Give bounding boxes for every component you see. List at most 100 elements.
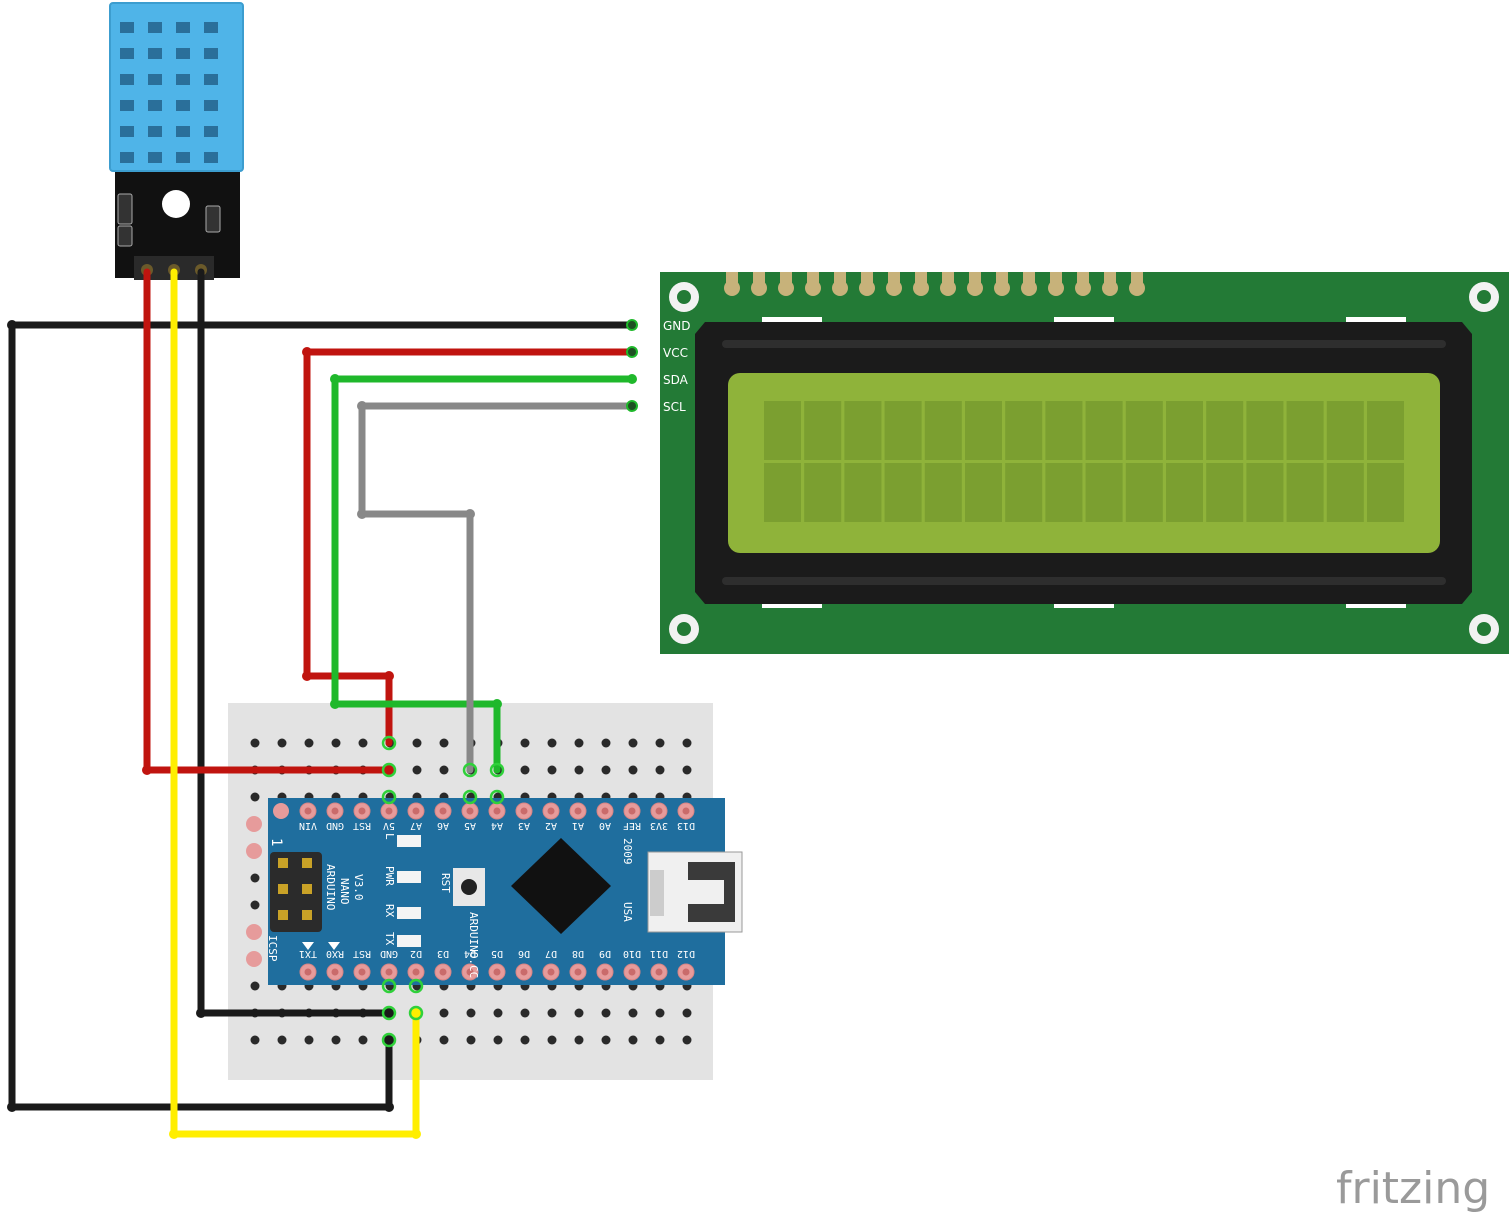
breadboard-hole — [277, 1035, 287, 1045]
dht-grille-slot — [148, 48, 162, 59]
breadboard-hole — [655, 765, 665, 775]
connection-highlight — [381, 1032, 397, 1048]
lcd-cell — [1045, 401, 1083, 460]
breadboard-hole — [601, 1035, 611, 1045]
dht-sensor — [109, 2, 244, 280]
dht-grille-slot — [176, 126, 190, 137]
breadboard-hole — [547, 765, 557, 775]
nano-top-pin-label: A3 — [518, 820, 530, 831]
connection-highlight — [462, 762, 478, 778]
lcd-pin-gnd: GND — [663, 319, 691, 333]
dht-grille-slot — [204, 48, 218, 59]
lcd-cell — [1286, 463, 1324, 522]
breadboard-hole — [439, 765, 449, 775]
breadboard-hole — [628, 738, 638, 748]
breadboard-hole — [601, 1008, 611, 1018]
nano-bottom-pin-label: D12 — [677, 948, 695, 959]
breadboard-hole — [547, 1035, 557, 1045]
lcd-cell — [924, 401, 962, 460]
dht-grille-slot — [204, 152, 218, 163]
lcd-cell — [1367, 401, 1404, 460]
lcd-pin-vcc: VCC — [663, 346, 688, 360]
lcd-header-pin — [1021, 280, 1037, 296]
lcd-cell — [804, 463, 842, 522]
breadboard-hole — [250, 1035, 260, 1045]
lcd-pin-scl: SCL — [663, 400, 686, 414]
breadboard-hole — [574, 1008, 584, 1018]
connection-highlight — [381, 1005, 397, 1021]
breadboard-hole — [574, 765, 584, 775]
breadboard-hole — [682, 765, 692, 775]
nano-bottom-pin-label: D11 — [650, 948, 668, 959]
lcd-cell — [844, 401, 882, 460]
nano-top-pin-label: REF — [623, 820, 641, 831]
breadboard-hole — [358, 1035, 368, 1045]
nano-rst-label: RST — [439, 873, 452, 893]
breadboard-hole — [304, 738, 314, 748]
breadboard-hole — [250, 981, 260, 991]
fritzing-logo: fritzing — [1336, 1163, 1490, 1214]
lcd-cell — [764, 463, 801, 522]
breadboard-hole — [520, 1008, 530, 1018]
nano-bottom-pin-label: D4 — [464, 948, 476, 959]
lcd-cell — [844, 463, 882, 522]
dht-grille-slot — [176, 152, 190, 163]
lcd-cell — [1367, 463, 1404, 522]
breadboard-hole — [520, 1035, 530, 1045]
connection-highlight — [408, 1005, 424, 1021]
nano-top-pin-label: A2 — [545, 820, 557, 831]
nano-bottom-pin-label: D2 — [410, 948, 422, 959]
dht-grille-slot — [120, 48, 134, 59]
connection-highlight — [489, 789, 505, 805]
nano-top-pin-label: 3V3 — [650, 820, 668, 831]
nano-country: USA — [621, 902, 634, 922]
lcd-cell — [1206, 463, 1244, 522]
breadboard-hole — [439, 738, 449, 748]
breadboard-hole — [655, 1008, 665, 1018]
wire-red-dht-vcc — [143, 268, 393, 774]
lcd-cell — [1206, 401, 1244, 460]
lcd-character-cells — [764, 401, 1404, 522]
breadboard-hole — [547, 738, 557, 748]
breadboard-hole — [493, 1035, 503, 1045]
breadboard-hole — [412, 765, 422, 775]
nano-top-pin-label: RST — [353, 820, 371, 831]
lcd-cell — [884, 463, 922, 522]
dht-grille-slot — [148, 152, 162, 163]
lcd-cell — [965, 463, 1002, 522]
breadboard-hole — [601, 765, 611, 775]
nano-top-pin-label: GND — [326, 820, 344, 831]
lcd-module: GND VCC SDA SCL — [660, 272, 1509, 654]
breadboard-hole — [682, 738, 692, 748]
lcd-cell — [804, 401, 842, 460]
lcd-cell — [1125, 463, 1163, 522]
breadboard-hole — [682, 1008, 692, 1018]
connection-highlight — [381, 735, 397, 751]
nano-led-tx: TX — [383, 932, 396, 946]
connection-highlight — [381, 762, 397, 778]
breadboard-hole — [628, 765, 638, 775]
dht-grille-slot — [148, 100, 162, 111]
breadboard-hole — [412, 738, 422, 748]
dht-grille-slot — [120, 22, 134, 33]
nano-bottom-pin-label: GND — [380, 948, 398, 959]
breadboard-hole — [250, 873, 260, 883]
nano-bottom-pin-label: TX1 — [299, 948, 317, 959]
breadboard-hole — [655, 738, 665, 748]
nano-top-pin-label: 5V — [383, 820, 395, 831]
nano-bottom-pin-label: D3 — [437, 948, 449, 959]
nano-bottom-pin-label: D10 — [623, 948, 641, 959]
breadboard-hole — [493, 1008, 503, 1018]
dht-grille-slot — [148, 74, 162, 85]
breadboard-connection-highlights — [381, 735, 505, 1048]
wires — [7, 268, 638, 1139]
lcd-header-pin — [778, 280, 794, 296]
breadboard-hole — [547, 1008, 557, 1018]
connection-highlight — [408, 978, 424, 994]
dht-grille-slot — [204, 22, 218, 33]
lcd-cell — [1166, 401, 1203, 460]
breadboard-hole — [331, 1035, 341, 1045]
dht-grille-slot — [120, 74, 134, 85]
breadboard-hole — [655, 1035, 665, 1045]
